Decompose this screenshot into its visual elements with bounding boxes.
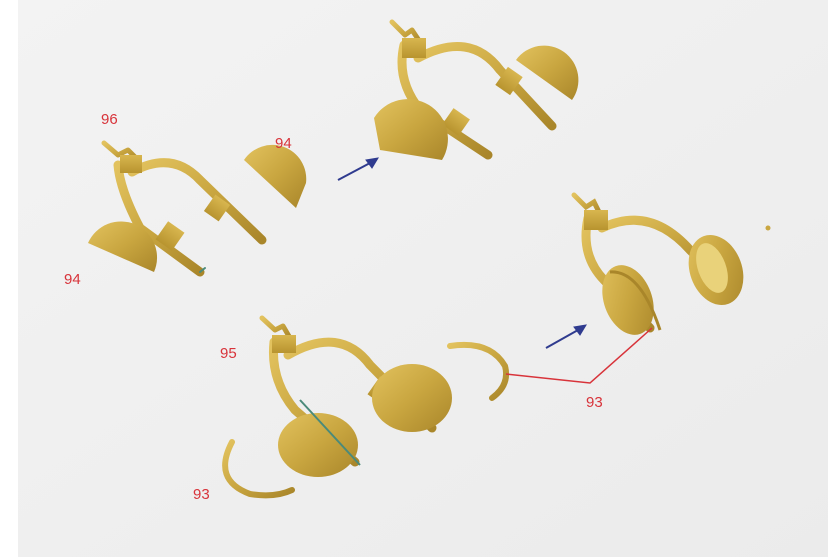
disc-95-left: [278, 413, 358, 477]
part-label-93-bottom: 93: [193, 487, 210, 502]
part-label-94-top: 94: [275, 136, 292, 151]
part-label-93-right: 93: [586, 395, 603, 410]
speck: [766, 226, 771, 231]
part-label-96: 96: [101, 112, 118, 127]
part-label-94-left: 94: [64, 272, 81, 287]
part-label-95: 95: [220, 346, 237, 361]
disc-95-right: [372, 364, 452, 432]
